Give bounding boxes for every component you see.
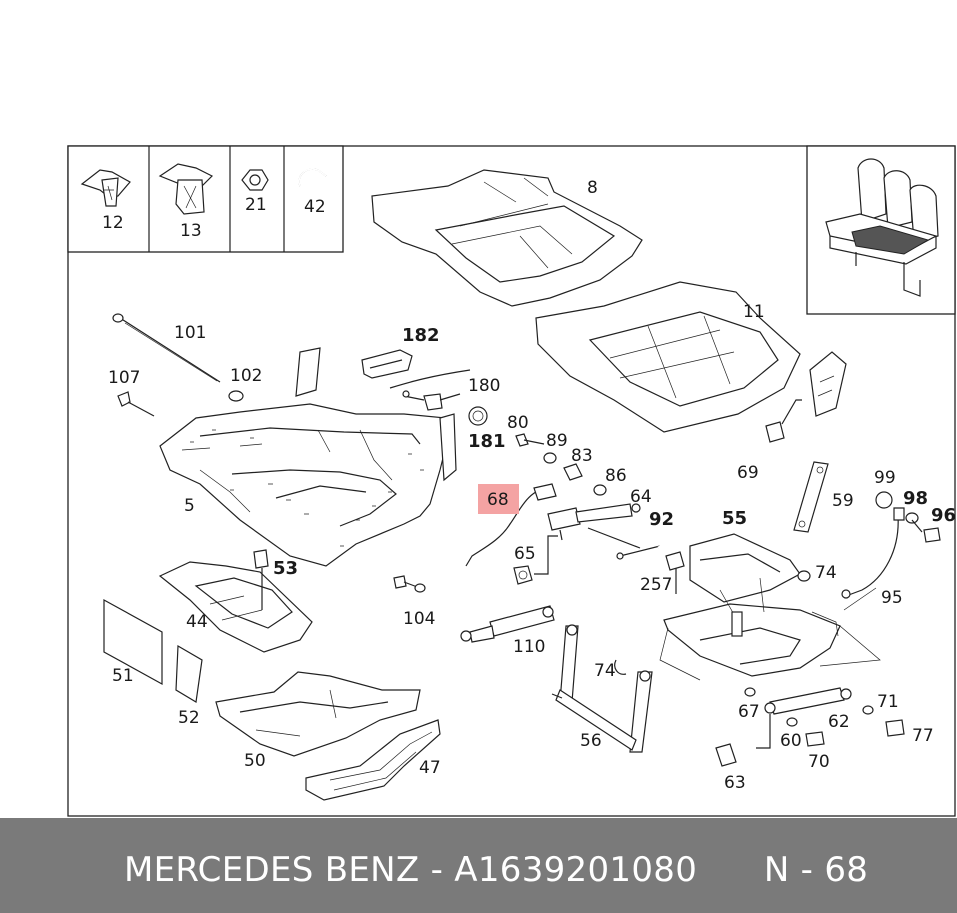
linkage-56	[551, 624, 653, 753]
cable-180	[389, 369, 471, 411]
leader-lines	[659, 587, 881, 681]
footer-bar	[0, 818, 957, 913]
seat-frame-5	[159, 347, 457, 567]
bolt-101	[112, 313, 221, 383]
gas-spring-64	[547, 503, 641, 541]
seat-backrest-11	[535, 281, 801, 433]
part-label-181: 181	[468, 431, 506, 452]
part-label-65: 65	[514, 544, 536, 564]
part-label-5: 5	[184, 496, 195, 516]
parts-diagram: 12 13 21 42 8 11 101 102 107 182 180 181…	[67, 145, 956, 817]
part-label-83: 83	[571, 446, 593, 466]
part-label-51: 51	[112, 666, 134, 686]
bolt-257	[665, 551, 685, 594]
part-label-107: 107	[108, 368, 140, 388]
part-label-62: 62	[828, 712, 850, 732]
bolt-107	[117, 391, 155, 417]
part-label-56: 56	[580, 731, 602, 751]
clip-42-icon	[298, 168, 327, 187]
inset-label-42: 42	[304, 197, 326, 217]
part-label-52: 52	[178, 708, 200, 728]
footer-ref: N - 68	[763, 850, 869, 890]
seat-cushion-8	[371, 169, 643, 307]
label-sheet-51	[103, 598, 163, 686]
seat-plate-44	[158, 549, 313, 653]
part-label-60: 60	[780, 731, 802, 751]
part-label-89: 89	[546, 431, 568, 451]
part-label-47: 47	[419, 758, 441, 778]
cable-68	[465, 483, 557, 567]
part-label-11: 11	[743, 302, 765, 322]
part-label-70: 70	[808, 752, 830, 772]
part-label-180: 180	[468, 376, 500, 396]
part-label-64: 64	[630, 487, 652, 507]
part-label-104: 104	[403, 609, 435, 629]
inset-label-12: 12	[102, 213, 124, 233]
bracket-backrest	[809, 351, 847, 417]
part-label-101: 101	[174, 323, 206, 343]
part-labels: 12 13 21 42 8 11 101 102 107 182 180 181…	[102, 178, 956, 793]
part-label-182: 182	[402, 325, 440, 346]
inset-label-21: 21	[245, 195, 267, 215]
clip-74b	[614, 659, 627, 675]
footer-caption: MERCEDES BENZ - A1639201080 N - 68	[124, 850, 868, 890]
part-label-96: 96	[931, 505, 956, 526]
part-label-74a: 74	[815, 563, 837, 583]
part-label-257: 257	[640, 575, 672, 595]
footer-separator: -	[419, 850, 455, 890]
fasteners-99-98-96	[875, 491, 941, 543]
clip-12-icon	[80, 169, 131, 207]
part-label-69: 69	[737, 463, 759, 483]
trim-47	[305, 719, 441, 801]
highlight-68-box	[478, 484, 519, 514]
part-label-44: 44	[186, 612, 208, 632]
washer-102	[228, 390, 244, 402]
part-label-53: 53	[273, 558, 298, 579]
grommet-181	[468, 406, 488, 426]
cable-69	[657, 399, 802, 550]
part-label-74b: 74	[594, 661, 616, 681]
fasteners-80-89-83-86	[515, 433, 607, 496]
part-label-80: 80	[507, 413, 529, 433]
link-59	[793, 461, 829, 533]
part-label-77: 77	[912, 726, 934, 746]
tray-50	[215, 671, 421, 757]
inset-fasteners	[67, 145, 344, 253]
part-label-50: 50	[244, 751, 266, 771]
bolt-104	[393, 575, 426, 593]
gas-spring-62	[756, 687, 852, 749]
footer-spacer	[697, 850, 764, 890]
washer-74a	[797, 570, 811, 582]
part-label-99: 99	[874, 468, 896, 488]
part-label-71: 71	[877, 692, 899, 712]
part-label-59: 59	[832, 491, 854, 511]
bracket-65	[513, 535, 558, 585]
part-label-8: 8	[587, 178, 598, 198]
mechanism-55	[663, 533, 841, 677]
label-sheet-52	[175, 644, 203, 703]
gas-spring-110	[460, 605, 555, 643]
part-label-92: 92	[649, 509, 674, 530]
release-handle-182	[361, 349, 413, 379]
nut-21-icon	[241, 169, 269, 191]
inset-seat-location	[806, 145, 956, 315]
footer-brand: MERCEDES BENZ	[124, 850, 420, 890]
clip-13-icon	[158, 163, 214, 215]
rod-92	[587, 527, 661, 560]
inset-label-13: 13	[180, 221, 202, 241]
part-label-95: 95	[881, 588, 903, 608]
highlight-label-68: 68	[487, 490, 509, 510]
part-label-86: 86	[605, 466, 627, 486]
fasteners-lower-right	[715, 687, 905, 767]
part-label-67: 67	[738, 702, 760, 722]
strap-95	[841, 507, 905, 599]
part-label-98: 98	[903, 488, 928, 509]
part-label-63: 63	[724, 773, 746, 793]
part-label-55: 55	[722, 508, 747, 529]
part-label-110: 110	[513, 637, 545, 657]
part-label-102: 102	[230, 366, 262, 386]
footer-part-number: A1639201080	[454, 850, 698, 890]
